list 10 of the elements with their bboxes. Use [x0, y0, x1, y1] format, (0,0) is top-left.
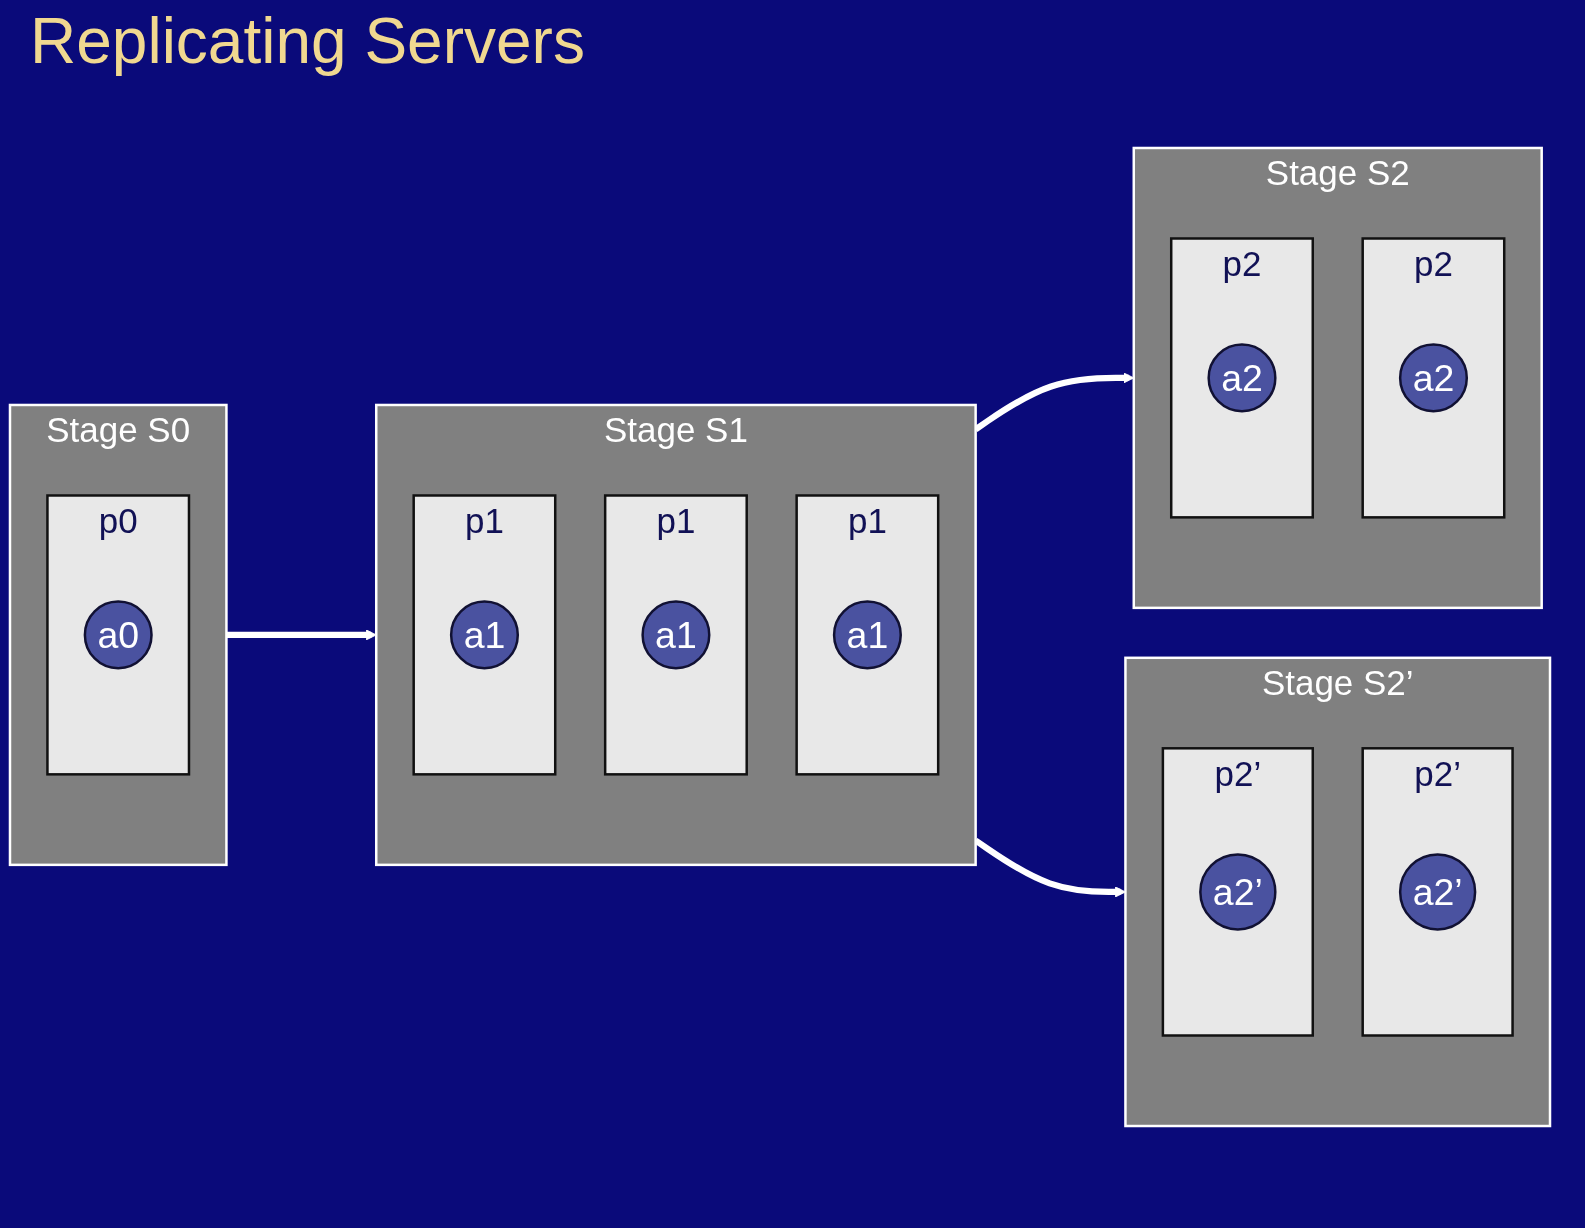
node-circle: a2’	[1199, 853, 1277, 931]
arrow	[226, 629, 377, 641]
title: Replicating Servers	[30, 4, 586, 78]
node-circle: a2	[1398, 343, 1469, 413]
node-circle: a1	[449, 600, 520, 670]
node-circle: a2	[1207, 343, 1277, 413]
node-circle: a1	[641, 600, 711, 670]
node-circle: a2’	[1398, 853, 1477, 931]
node-circle: a1	[832, 600, 902, 670]
node-circle: a0	[83, 600, 153, 670]
